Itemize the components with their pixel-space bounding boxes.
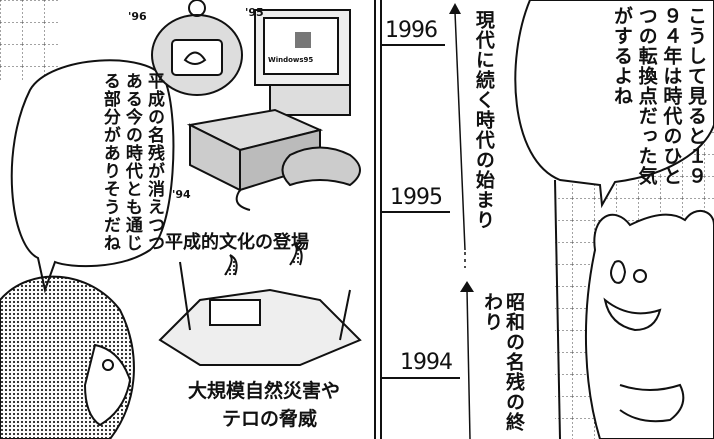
person-character xyxy=(0,275,135,439)
tamagotchi-illustration xyxy=(151,0,243,96)
caption-disaster-line1: 大規模自然災害や xyxy=(188,380,341,402)
speech-left-text: 平成の名残が消えつつある今の時代とも通じる部分がありそうだね xyxy=(99,72,164,252)
pc-screen-label: Windows95 xyxy=(268,56,314,64)
speech-bubble-left xyxy=(10,59,175,294)
arrow-upper-label: 現代に続く時代の始まり xyxy=(472,10,495,230)
arrow-lower-label: 昭和の名残の終わり xyxy=(481,292,525,432)
arrow-lower xyxy=(460,281,474,439)
cat-character xyxy=(584,210,714,439)
arrow-upper xyxy=(449,3,466,268)
speech-bubble-right xyxy=(514,0,714,209)
tamagotchi-year: '96 xyxy=(128,10,147,23)
playstation-illustration xyxy=(186,108,361,211)
background-pattern xyxy=(0,0,60,80)
caption-disaster-line2: テロの脅威 xyxy=(222,408,318,430)
disaster-scene-illustration xyxy=(158,244,362,366)
pc-year: '95 xyxy=(245,6,264,19)
windows95-pc-illustration xyxy=(254,9,351,116)
year-label-1994: 1994 xyxy=(400,350,453,375)
console-year: '94 xyxy=(172,188,191,201)
caption-culture: 平成的文化の登場 xyxy=(165,232,309,253)
speech-right-text: こうして見ると１９９４年は時代のひとつの転換点だった気がするよね xyxy=(610,6,707,186)
year-label-1995: 1995 xyxy=(390,185,443,210)
year-label-1996: 1996 xyxy=(385,18,438,43)
